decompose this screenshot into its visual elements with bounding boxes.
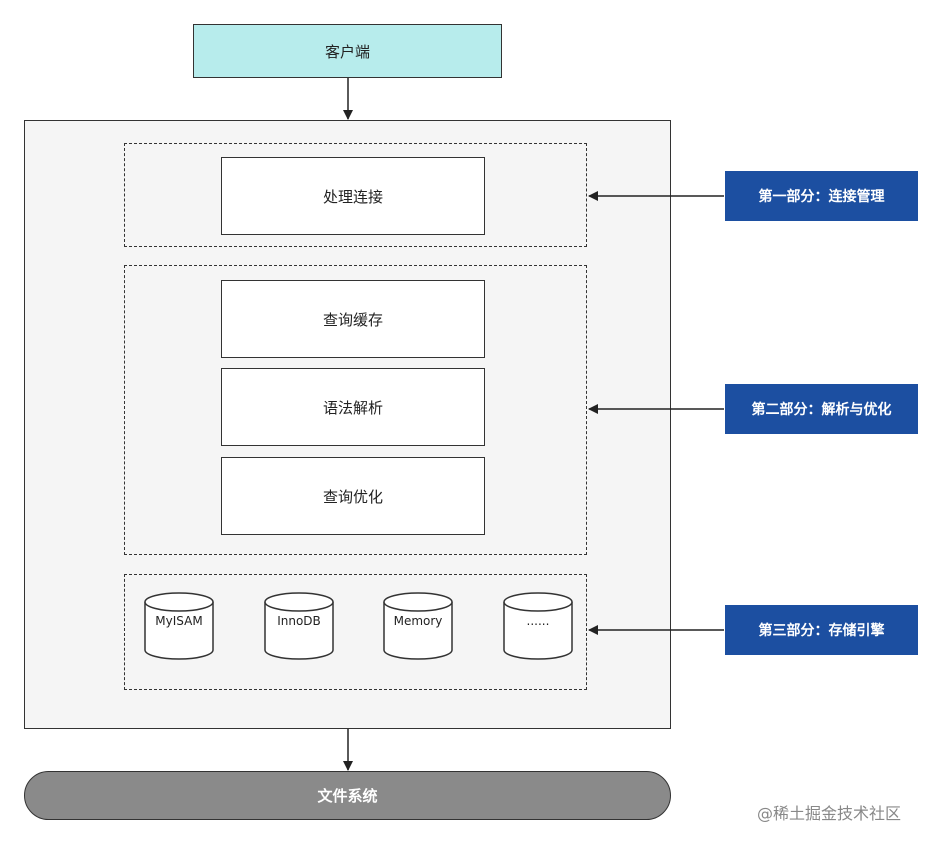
engine-cylinder-myisam: MyISAM (144, 592, 214, 660)
parse-optimize-group (124, 265, 587, 555)
part3-label: 第三部分：存储引擎 (758, 623, 885, 639)
database-cylinder-icon (144, 592, 214, 660)
connection-group (124, 143, 587, 247)
connection-handler-label: 处理连接 (322, 187, 383, 206)
client-box: 客户端 (193, 24, 502, 78)
syntax-parse-label: 语法解析 (322, 398, 383, 417)
engine-cylinder-memory: Memory (383, 592, 453, 660)
part2-label-box: 第二部分：解析与优化 (725, 384, 918, 434)
database-cylinder-icon (503, 592, 573, 660)
client-label: 客户端 (324, 42, 370, 61)
storage-engine-group (124, 574, 587, 690)
engine-cylinder-innodb: InnoDB (264, 592, 334, 660)
database-cylinder-icon (383, 592, 453, 660)
watermark-text: @稀土掘金技术社区 (757, 804, 902, 823)
engine-label: Memory (393, 614, 443, 628)
engine-cylinder-more: ...... (503, 592, 573, 660)
part2-label: 第二部分：解析与优化 (751, 402, 892, 418)
engine-label: InnoDB (277, 614, 321, 628)
syntax-parse-box: 语法解析 (221, 368, 485, 446)
filesystem-label: 文件系统 (317, 787, 378, 805)
part1-label-box: 第一部分：连接管理 (725, 171, 918, 221)
query-cache-box: 查询缓存 (221, 280, 485, 358)
query-optimize-box: 查询优化 (221, 457, 485, 535)
part3-label-box: 第三部分：存储引擎 (725, 605, 918, 655)
query-cache-label: 查询缓存 (322, 310, 383, 329)
engine-label: ...... (526, 614, 550, 628)
database-cylinder-icon (264, 592, 334, 660)
filesystem-box: 文件系统 (24, 771, 671, 820)
query-optimize-label: 查询优化 (322, 487, 383, 506)
engine-label: MyISAM (155, 614, 203, 628)
connection-handler-box: 处理连接 (221, 157, 485, 235)
part1-label: 第一部分：连接管理 (758, 189, 885, 205)
